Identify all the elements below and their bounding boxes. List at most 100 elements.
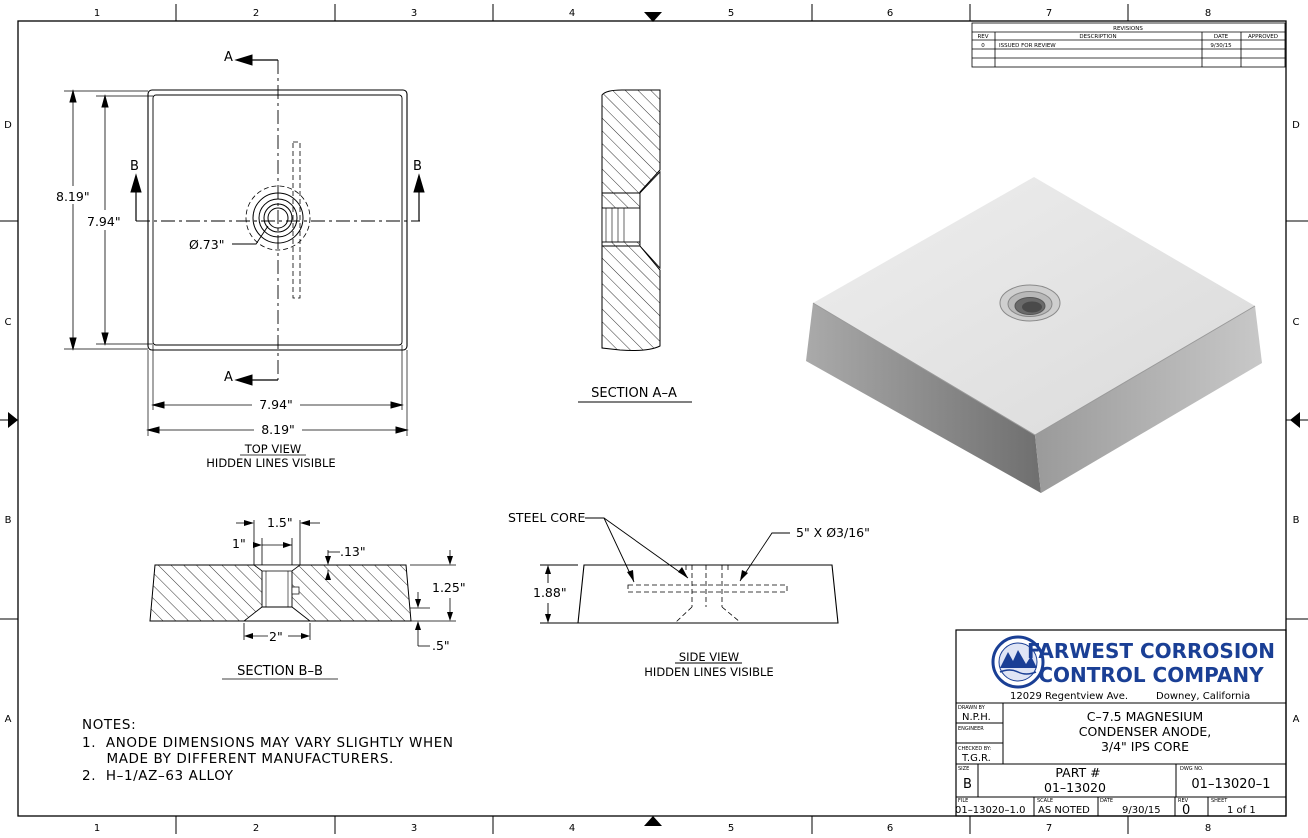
file-value: 01–13020–1.0: [955, 805, 1025, 816]
zone-col-7: 7: [1046, 8, 1052, 19]
description-line1: C–7.5 MAGNESIUM: [1087, 709, 1203, 724]
top-view-labels: A A B B 8.19" 7.94" Ø.73" 7.94" 8.19" TO…: [56, 50, 422, 470]
rev-value: 0: [981, 43, 985, 49]
dim-1-88: 1.88": [533, 585, 567, 600]
notes-heading: NOTES:: [82, 717, 136, 733]
zone-row-b-right: B: [1293, 515, 1300, 526]
revisions-title: REVISIONS: [1113, 26, 1143, 32]
section-b-b: [149, 520, 456, 680]
sheet-value: 1 of 1: [1227, 805, 1256, 816]
inner-outline: [152, 94, 403, 346]
note-1-line1: 1. ANODE DIMENSIONS MAY VARY SLIGHTLY WH…: [82, 735, 454, 751]
section-b-b-title: SECTION B–B: [237, 664, 323, 679]
size-value: B: [963, 777, 972, 792]
dim-hole-diameter: Ø.73": [189, 237, 224, 252]
zone-row-b: B: [5, 515, 12, 526]
company-name-line2: CONTROL COMPANY: [1038, 663, 1264, 687]
rev-value: 0: [1182, 803, 1190, 818]
date-label: DATE: [1100, 798, 1113, 804]
company-address: 12029 Regentview Ave.: [1010, 691, 1128, 702]
top-view-title: TOP VIEW: [244, 442, 302, 456]
dim-0-5: .5": [432, 638, 450, 653]
company-logo: [991, 635, 1045, 689]
date-value: 9/30/15: [1210, 43, 1232, 49]
dim-outer-horizontal: 8.19": [261, 422, 295, 437]
top-view: [64, 54, 425, 456]
zone-col-6-bottom: 6: [887, 823, 893, 834]
dim-inner-horizontal: 7.94": [259, 397, 293, 412]
dim-1-25: 1.25": [432, 580, 466, 595]
date-value: 9/30/15: [1122, 805, 1161, 816]
size-label: SIZE: [958, 766, 969, 772]
part-number: 01–13020: [1044, 780, 1106, 795]
section-marker-b-left: B: [130, 159, 139, 174]
side-view-subtitle: HIDDEN LINES VISIBLE: [644, 665, 773, 679]
zone-col-4: 4: [569, 8, 575, 19]
zone-col-1: 1: [94, 8, 100, 19]
section-a-a-title: SECTION A–A: [591, 386, 677, 401]
core-spec-label: 5" X Ø3/16": [796, 525, 870, 540]
scale-label: SCALE: [1037, 798, 1053, 804]
dim-inner-vertical: 7.94": [87, 214, 121, 229]
title-block: [955, 629, 1287, 817]
zone-col-5-bottom: 5: [728, 823, 734, 834]
zone-col-3-bottom: 3: [411, 823, 417, 834]
centering-arrows: [0, 12, 1308, 826]
section-marker-a-bottom: A: [224, 370, 233, 385]
zone-col-8: 8: [1205, 8, 1211, 19]
zone-labels: 1 2 3 4 5 6 7 8 1 2 3 4 5 6 7 8 D C B A …: [4, 8, 1300, 834]
section-b-b-labels: 1.5" 1" .13" 1.25" 2" .5" SECTION B–B: [232, 515, 466, 679]
top-view-subtitle: HIDDEN LINES VISIBLE: [206, 456, 335, 470]
date-header: DATE: [1214, 34, 1229, 40]
steel-core-label: STEEL CORE: [508, 510, 586, 525]
zone-row-d: D: [4, 120, 12, 131]
approved-header: APPROVED: [1248, 34, 1278, 40]
outer-outline: [147, 89, 408, 351]
zone-col-6: 6: [887, 8, 893, 19]
zone-row-c: C: [5, 317, 12, 328]
description-value: ISSUED FOR REVIEW: [999, 43, 1056, 49]
zone-row-c-right: C: [1293, 317, 1300, 328]
side-view-title: SIDE VIEW: [679, 650, 739, 664]
note-2: 2. H–1/AZ–63 ALLOY: [82, 768, 234, 784]
checked-by-label: CHECKED BY:: [958, 746, 991, 752]
drawn-by-value: N.P.H.: [962, 712, 991, 723]
title-block-text: FARWEST CORROSION CONTROL COMPANY 12029 …: [955, 639, 1275, 818]
section-a-a: [578, 89, 692, 403]
side-view: [540, 517, 839, 664]
revisions-table: REVISIONS REV DESCRIPTION DATE APPROVED …: [971, 22, 1286, 68]
note-1-line2: MADE BY DIFFERENT MANUFACTURERS.: [82, 751, 394, 767]
part-label: PART #: [1055, 765, 1100, 780]
engineer-label: ENGINEER: [958, 726, 984, 732]
zone-col-2: 2: [253, 8, 259, 19]
zone-col-3: 3: [411, 8, 417, 19]
dim-0-13: .13": [340, 544, 366, 559]
zone-row-a: A: [5, 714, 12, 725]
sheet-label: SHEET: [1211, 798, 1228, 804]
checked-by-value: T.G.R.: [961, 753, 991, 764]
dim-1-5: 1.5": [267, 515, 293, 530]
drawing-border: [0, 4, 1308, 834]
zone-row-d-right: D: [1292, 120, 1300, 131]
description-line2: CONDENSER ANODE,: [1079, 724, 1212, 739]
file-label: FILE: [958, 798, 968, 804]
notes: NOTES: 1. ANODE DIMENSIONS MAY VARY SLIG…: [82, 717, 454, 784]
drawn-by-label: DRAWN BY: [958, 705, 986, 711]
dwg-no-value: 01–13020–1: [1191, 777, 1270, 792]
zone-col-7-bottom: 7: [1046, 823, 1052, 834]
company-city: Downey, California: [1156, 691, 1250, 702]
zone-col-1-bottom: 1: [94, 823, 100, 834]
zone-row-a-right: A: [1293, 714, 1300, 725]
zone-col-4-bottom: 4: [569, 823, 575, 834]
description-line3: 3/4" IPS CORE: [1101, 739, 1189, 754]
isometric-view: [806, 177, 1262, 493]
rev-label: REV: [1178, 798, 1189, 804]
dim-1: 1": [232, 536, 246, 551]
section-marker-b-right: B: [413, 159, 422, 174]
dim-2: 2": [269, 629, 283, 644]
zone-col-2-bottom: 2: [253, 823, 259, 834]
description-header: DESCRIPTION: [1079, 34, 1116, 40]
company-name-line1: FARWEST CORROSION: [1027, 639, 1275, 663]
rev-header: REV: [977, 34, 988, 40]
